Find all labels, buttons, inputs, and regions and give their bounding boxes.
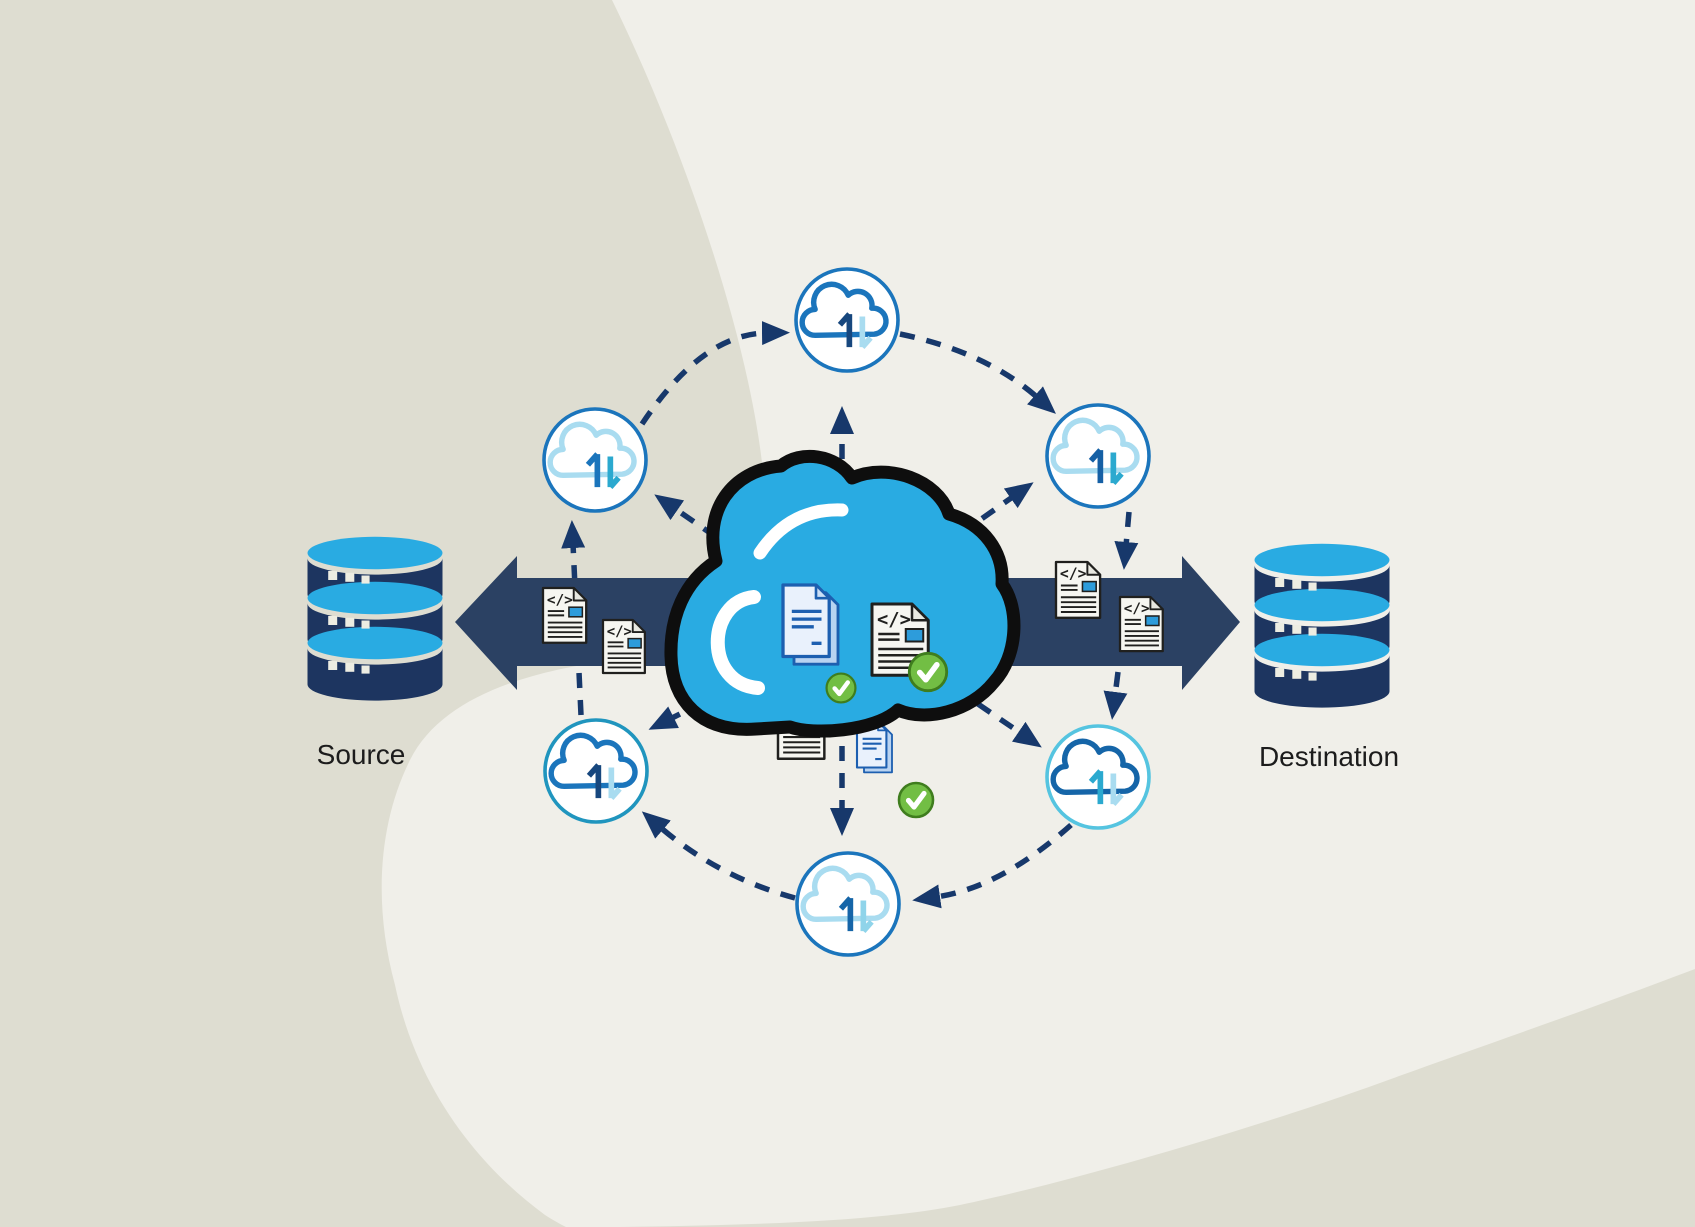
- orbit-cloud-bottom-left: [545, 720, 647, 822]
- check-icon: [899, 783, 933, 817]
- code-document-icon: [541, 586, 588, 644]
- orbit-cloud-top: [796, 269, 898, 371]
- cloud-highlight: [753, 503, 849, 560]
- destination-label: Destination: [1259, 741, 1399, 772]
- background-shape-wave: [620, 969, 1695, 1227]
- orbit-cloud-top-left: [544, 409, 646, 511]
- code-document-icon: [1054, 560, 1102, 620]
- cloud-highlight: [710, 590, 765, 695]
- check-icon: [909, 653, 946, 690]
- connector-topright-down-upper: [1114, 511, 1139, 570]
- orbit-cloud-bottom: [797, 853, 899, 955]
- connector-bottom-to-bottomleft: [641, 811, 796, 901]
- code-document-icon: [1118, 595, 1164, 653]
- connector-topright-down-lower: [1103, 671, 1128, 720]
- source-label: Source: [317, 739, 406, 770]
- orbit-cloud-top-right: [1047, 405, 1149, 507]
- connector-topleft-to-top: [639, 321, 790, 426]
- connector-top-to-topright: [899, 331, 1056, 414]
- code-document-icon: [601, 618, 646, 675]
- connector-bottomright-to-bottom: [912, 822, 1073, 909]
- document-stack-icon: [781, 583, 840, 666]
- connector-center-to-bottomright: [976, 701, 1042, 748]
- check-icon: [827, 674, 856, 703]
- orbit-cloud-bottom-right: [1047, 726, 1149, 828]
- central-cloud-icon: [664, 449, 1021, 738]
